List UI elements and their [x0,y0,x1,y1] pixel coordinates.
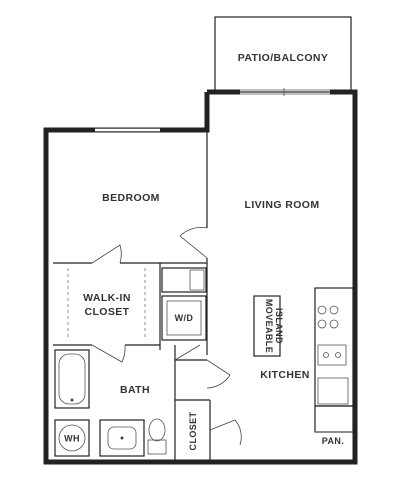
bath-label: BATH [120,384,150,396]
kitchen-counter [314,287,354,433]
water-heater-label: WH [64,434,80,444]
island-label-line2: ISLAND [274,308,284,344]
walkin-label-line1: WALK-IN [83,292,131,304]
water-heater: WH [54,419,90,457]
toilet [147,418,167,455]
exterior-walls [43,88,358,465]
door-swings [91,227,242,446]
moveable-island: MOVEABLE ISLAND [253,295,284,357]
closet-shelves [67,268,146,340]
kitchen-label: KITCHEN [260,369,309,381]
patio-label: PATIO/BALCONY [238,52,329,64]
island-label-line1: MOVEABLE [264,299,274,353]
bedroom-label: BEDROOM [102,192,160,204]
bath-vanity [99,419,145,457]
patio-outline [214,16,352,93]
closet-label: CLOSET [188,411,198,450]
wd-label: W/D [175,313,194,323]
walkin-label-line2: CLOSET [85,306,130,318]
living-room-label: LIVING ROOM [245,199,320,211]
pantry-label: PAN. [322,436,344,446]
interior-walls [53,130,211,462]
bathtub [54,349,90,409]
